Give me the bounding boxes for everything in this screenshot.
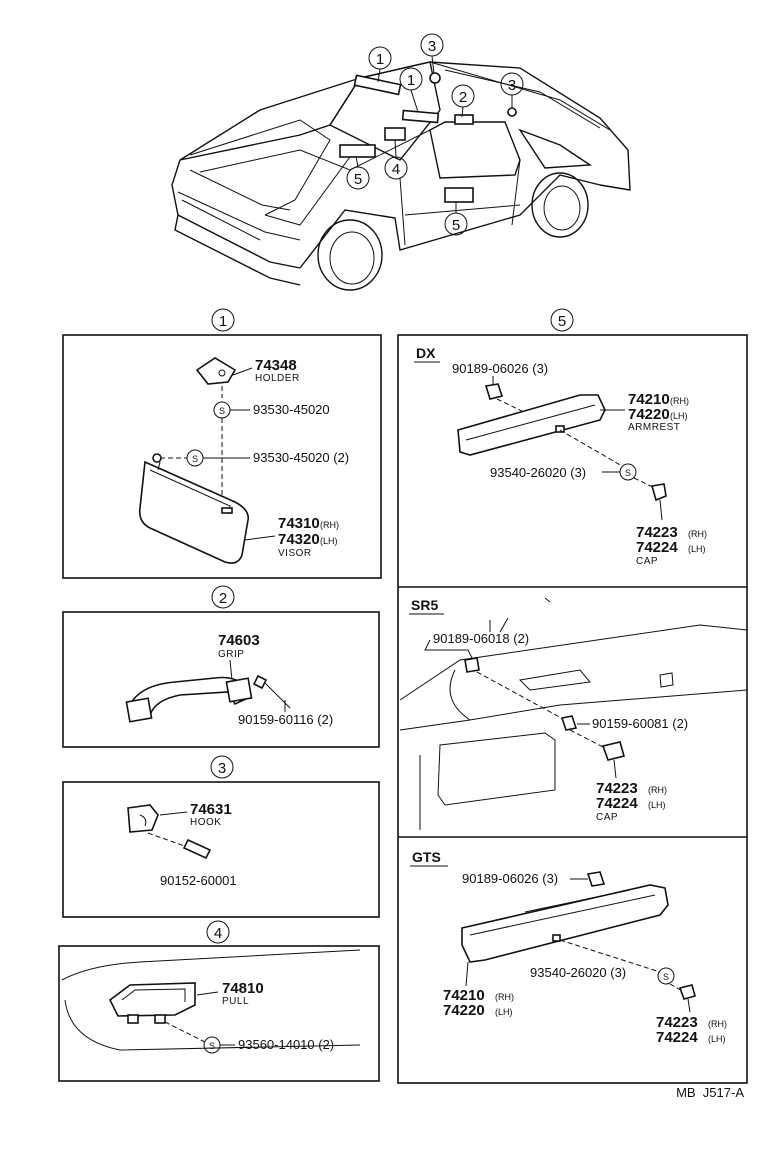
gts-armrest-rh-pn: 74210 xyxy=(443,987,485,1004)
callout-3a: 3 xyxy=(428,38,436,55)
section-hook: 3 74631 HOOK 90152-60001 xyxy=(62,755,380,918)
gts-screw: 93540-26020 (3) xyxy=(530,965,626,980)
fastener-s-3: S xyxy=(209,1041,215,1051)
grip-screw: 90159-60116 (2) xyxy=(238,712,333,727)
hook-frame xyxy=(62,781,380,918)
visor-rh-pn: 74310 xyxy=(278,515,320,532)
fastener-s-4: S xyxy=(625,468,631,478)
section-number-1: 1 xyxy=(219,313,227,330)
section-pull: 4 74810 PULL S 93560-14010 (2) xyxy=(58,920,380,1082)
sr5-cap-lh-label: (LH) xyxy=(648,800,666,810)
gts-cap-lh-label: (LH) xyxy=(708,1034,726,1044)
callout-1b: 1 xyxy=(407,72,415,89)
dx-cap-desc: CAP xyxy=(636,556,658,567)
car-illustration xyxy=(171,61,631,291)
dx-armrest-lh-label: (LH) xyxy=(670,411,688,421)
gts-subsection: GTS 90189-06026 (3) 93540-26020 (3) S 74… xyxy=(410,849,727,1046)
sr5-cap-rh-pn: 74223 xyxy=(596,780,638,797)
dx-cap-rh-label: (RH) xyxy=(688,529,707,539)
hook-screw: 90152-60001 xyxy=(160,873,237,888)
dx-armrest-lh-pn: 74220 xyxy=(628,406,670,423)
dx-clip: 90189-06026 (3) xyxy=(452,361,548,376)
callout-1a: 1 xyxy=(376,51,384,68)
hook-desc: HOOK xyxy=(190,817,221,828)
gts-cap-rh-pn: 74223 xyxy=(656,1014,698,1031)
grip-desc: GRIP xyxy=(218,649,244,660)
sr5-cap-desc: CAP xyxy=(596,812,618,823)
gts-clip: 90189-06026 (3) xyxy=(462,871,558,886)
sr5-screw: 90159-60081 (2) xyxy=(592,716,688,731)
section-number-2: 2 xyxy=(219,590,227,607)
callout-3b: 3 xyxy=(508,77,516,94)
pull-pn: 74810 xyxy=(222,980,264,997)
visor-lh-label: (LH) xyxy=(320,536,338,546)
holder-pn: 74348 xyxy=(255,357,297,374)
callout-4: 4 xyxy=(392,161,400,178)
grip-pn: 74603 xyxy=(218,632,260,649)
fastener-s-1: S xyxy=(219,406,225,416)
dx-cap-lh-label: (LH) xyxy=(688,544,706,554)
dx-cap-lh-pn: 74224 xyxy=(636,539,678,556)
holder-desc: HOLDER xyxy=(255,373,300,384)
visor-screw1: 93530-45020 xyxy=(253,402,330,417)
dx-label: DX xyxy=(416,345,436,361)
visor-desc: VISOR xyxy=(278,548,312,559)
visor-frame xyxy=(62,334,382,579)
sr5-cap-rh-label: (RH) xyxy=(648,785,667,795)
gts-cap-lh-pn: 74224 xyxy=(656,1029,698,1046)
dx-armrest-rh-pn: 74210 xyxy=(628,391,670,408)
gts-armrest-part xyxy=(461,884,669,963)
armrest-frame xyxy=(397,334,748,1084)
gts-armrest-lh-label: (LH) xyxy=(495,1007,513,1017)
visor-part xyxy=(138,460,250,564)
pull-desc: PULL xyxy=(222,996,249,1007)
fastener-s-2: S xyxy=(192,454,198,464)
grip-part xyxy=(128,676,250,717)
section-armrest: 5 DX 90189-06026 (3) 74210 (RH) 74220 (L… xyxy=(397,308,748,1084)
grip-frame xyxy=(62,611,380,748)
visor-lh-pn: 74320 xyxy=(278,531,320,548)
sr5-subsection: SR5 90189-06018 (2) 90159-60081 (2) 7422… xyxy=(399,597,748,830)
callout-5b: 5 xyxy=(452,217,460,234)
sr5-clip: 90189-06018 (2) xyxy=(433,631,529,646)
dx-cap-rh-pn: 74223 xyxy=(636,524,678,541)
sr5-label: SR5 xyxy=(411,597,438,613)
holder-part xyxy=(195,357,237,385)
section-number-3: 3 xyxy=(218,760,226,777)
hook-pn: 74631 xyxy=(190,801,232,818)
fastener-s-5: S xyxy=(663,972,669,982)
section-number-4: 4 xyxy=(214,925,222,942)
dx-armrest-part xyxy=(457,394,606,456)
dx-subsection: DX 90189-06026 (3) 74210 (RH) 74220 (LH)… xyxy=(414,345,707,567)
sr5-cap-lh-pn: 74224 xyxy=(596,795,638,812)
section-grip: 2 74603 GRIP 90159-60116 (2) xyxy=(62,585,380,748)
dx-armrest-rh-label: (RH) xyxy=(670,396,689,406)
pull-frame xyxy=(58,945,380,1082)
visor-screw2: 93530-45020 (2) xyxy=(253,450,349,465)
footer-code: MB J517-A xyxy=(676,1085,744,1100)
hook-part xyxy=(127,804,159,833)
pull-part xyxy=(108,982,196,1017)
gts-cap-rh-label: (RH) xyxy=(708,1019,727,1029)
callout-5a: 5 xyxy=(354,171,362,188)
callout-2: 2 xyxy=(459,89,467,106)
gts-armrest-lh-pn: 74220 xyxy=(443,1002,485,1019)
dx-armrest-desc: ARMREST xyxy=(628,422,680,433)
dx-screw: 93540-26020 (3) xyxy=(490,465,586,480)
gts-armrest-rh-label: (RH) xyxy=(495,992,514,1002)
section-number-5: 5 xyxy=(558,313,566,330)
pull-screw: 93560-14010 (2) xyxy=(238,1037,334,1052)
visor-rh-label: (RH) xyxy=(320,520,339,530)
gts-label: GTS xyxy=(412,849,441,865)
section-visor: 1 74348 HOLDER S 93530-45020 S 93530-450… xyxy=(62,308,382,579)
car-callouts: 1 1 2 3 3 4 5 5 xyxy=(346,33,524,236)
